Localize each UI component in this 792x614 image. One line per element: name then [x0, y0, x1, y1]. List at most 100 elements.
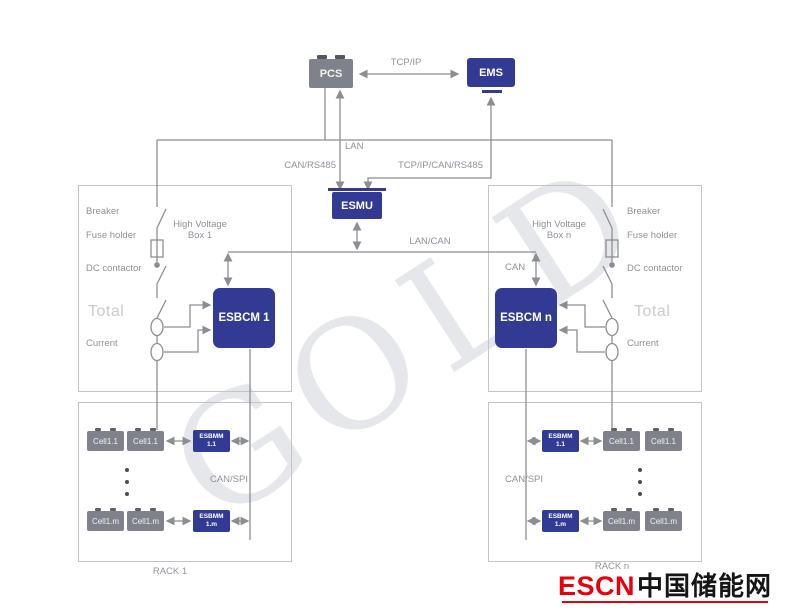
hv-title-left: High Voltage Box 1	[156, 219, 244, 241]
esbcmn-box: ESBCM n	[495, 288, 557, 348]
hv-box-left-frame	[78, 185, 292, 392]
esbmm-label: ESBMM	[199, 432, 224, 440]
hv-title-left-line1: High Voltage	[173, 219, 227, 230]
link-label-tcpip-can-rs485: TCP/IP/CAN/RS485	[398, 160, 483, 171]
esbcm1-box: ESBCM 1	[213, 288, 275, 348]
link-label-lan: LAN	[345, 141, 364, 152]
esmu-label: ESMU	[341, 199, 373, 212]
ct-sensor-right-1	[605, 317, 619, 337]
rack-left-frame	[78, 402, 292, 562]
cell-box: Cell1.1	[87, 428, 124, 451]
battery-terminal-icon	[95, 428, 101, 431]
ems-box: EMS	[467, 58, 515, 87]
cell-box: Cell1.1	[645, 428, 682, 451]
breaker-blade-right	[602, 208, 613, 229]
esbmm-label: 1.1	[206, 441, 217, 448]
wire-ct2-esbcmn	[558, 325, 605, 353]
breaker-blade-left	[156, 208, 167, 229]
link-label-can: CAN	[505, 262, 526, 273]
cell-label: Cell1.m	[649, 516, 678, 526]
contactor-dot-left	[154, 262, 160, 268]
rack-left-label: RACK 1	[152, 566, 188, 577]
battery-terminal-icon	[653, 508, 659, 511]
link-label-lan-can: LAN/CAN	[409, 236, 451, 247]
contactor-blade-right	[602, 265, 613, 285]
ellipsis-dots	[638, 468, 642, 504]
cell-box: Cell1.m	[87, 508, 124, 531]
pcs-terminal-icon	[335, 55, 345, 59]
hv-box-right-frame	[488, 185, 702, 392]
esbcm1-label: ESBCM 1	[218, 312, 270, 324]
canspi-label-right: CAN/SPI	[505, 474, 544, 485]
esbmm-label: ESBMM	[548, 432, 573, 440]
label-dc-contactor-right: DC contactor	[627, 263, 683, 274]
hv-title-left-line2: Box 1	[187, 230, 213, 241]
escn-logo: ESCN 中国储能网	[558, 566, 772, 603]
battery-terminal-icon	[110, 508, 116, 511]
battery-terminal-icon	[150, 428, 156, 431]
ems-stand-icon	[482, 90, 502, 93]
battery-terminal-icon	[668, 508, 674, 511]
battery-terminal-icon	[110, 428, 116, 431]
hv-title-right: High Voltage Box n	[515, 219, 603, 241]
escn-logo-underline	[562, 601, 768, 603]
label-total-left: Total	[88, 303, 125, 320]
escn-logo-chinese: 中国储能网	[637, 571, 773, 601]
esbcmn-label: ESBCM n	[500, 312, 552, 324]
cell-label: Cell1.1	[651, 436, 676, 446]
battery-terminal-icon	[626, 428, 632, 431]
label-current-left: Current	[86, 338, 118, 349]
hv-title-right-line2: Box n	[546, 230, 572, 241]
pcs-box: PCS	[309, 55, 353, 88]
cell-box: Cell1.1	[603, 428, 640, 451]
esbmm-label: 1.m	[205, 521, 218, 528]
battery-terminal-icon	[135, 508, 141, 511]
label-dc-contactor-left: DC contactor	[86, 263, 142, 274]
label-fuse-holder-right: Fuse holder	[627, 230, 678, 241]
switch-blade-right	[602, 299, 613, 319]
label-fuse-holder-left: Fuse holder	[86, 230, 137, 241]
cell-label: Cell1.1	[133, 436, 158, 446]
esbmm-label: ESBMM	[548, 512, 573, 520]
wire-ct2-esbcm1	[164, 325, 212, 353]
ct-sensor-left-2	[150, 342, 164, 362]
contactor-dot-right	[609, 262, 615, 268]
rack-right-label: RACK n	[594, 561, 630, 572]
ems-label: EMS	[479, 66, 503, 79]
esbmm-label: 1.m	[554, 521, 567, 528]
switch-blade-left	[156, 299, 167, 319]
cell-label: Cell1.1	[609, 436, 634, 446]
battery-terminal-icon	[611, 428, 617, 431]
esbmm-box: ESBMM 1.m	[542, 510, 579, 532]
battery-terminal-icon	[150, 508, 156, 511]
esbmm-box: ESBMM 1.1	[193, 430, 230, 452]
wire-ems-esmu	[363, 96, 496, 191]
esbmm-box: ESBMM 1.m	[193, 510, 230, 532]
fuse-symbol-left	[150, 239, 164, 258]
wire-ct1-esbcm1	[164, 300, 212, 328]
battery-terminal-icon	[653, 428, 659, 431]
cell-box: Cell1.m	[645, 508, 682, 531]
label-breaker-left: Breaker	[86, 206, 120, 217]
cell-label: Cell1.1	[93, 436, 118, 446]
escn-logo-latin: ESCN	[558, 571, 636, 601]
pcs-label: PCS	[319, 67, 343, 80]
link-label-can-rs485: CAN/RS485	[284, 160, 336, 171]
pcs-terminal-icon	[317, 55, 327, 59]
ct-sensor-right-2	[605, 342, 619, 362]
battery-terminal-icon	[95, 508, 101, 511]
label-current-right: Current	[627, 338, 659, 349]
wire-ct1-esbcmn	[558, 300, 605, 328]
battery-terminal-icon	[135, 428, 141, 431]
battery-terminal-icon	[668, 428, 674, 431]
cell-label: Cell1.m	[91, 516, 120, 526]
canspi-label-left: CAN/SPI	[209, 474, 248, 485]
esbmm-box: ESBMM 1.1	[542, 430, 579, 452]
ellipsis-dots	[125, 468, 129, 504]
esmu-box: ESMU	[332, 192, 382, 219]
cell-label: Cell1.m	[131, 516, 160, 526]
cell-box: Cell1.1	[127, 428, 164, 451]
contactor-blade-left	[156, 265, 167, 285]
hv-title-right-line1: High Voltage	[532, 219, 586, 230]
